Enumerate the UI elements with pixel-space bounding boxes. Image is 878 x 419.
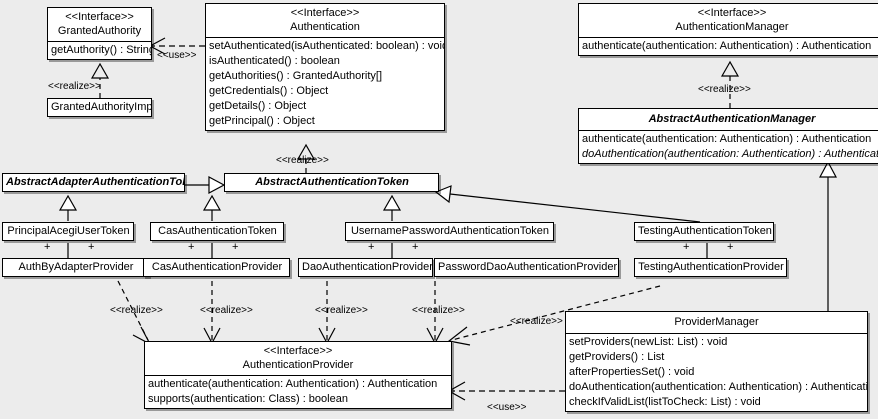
members-abstract-authentication-manager: authenticate(authentication: Authenticat…: [579, 130, 878, 163]
class-name-granted-authority: GrantedAuthority: [57, 25, 142, 37]
members-authentication: setAuthenticated(isAuthenticated: boolea…: [206, 37, 444, 130]
multiplicity-marker: +: [368, 241, 375, 253]
class-cas-authentication-token[interactable]: CasAuthenticationToken: [150, 222, 284, 241]
multiplicity-marker: +: [412, 241, 419, 253]
member-do-authentication: doAuthentication(authentication: Authent…: [569, 381, 868, 393]
member-get-authorities: getAuthorities() : GrantedAuthority[]: [209, 70, 383, 82]
label-realize-abstract-authentication-token: <<realize>>: [276, 155, 329, 166]
class-abstract-authentication-token[interactable]: AbstractAuthenticationToken: [224, 173, 439, 192]
member-authenticate: authenticate(authentication: Authenticat…: [582, 133, 872, 145]
class-header-authentication-manager: <<Interface>> AuthenticationManager: [579, 4, 878, 37]
member-get-providers: getProviders() : List: [569, 351, 665, 363]
label-use-provider-manager: <<use>>: [487, 402, 527, 413]
class-authentication-provider[interactable]: <<Interface>> AuthenticationProvider aut…: [144, 341, 452, 409]
class-provider-manager[interactable]: ProviderManager setProviders(newList: Li…: [565, 311, 868, 412]
multiplicity-marker: +: [683, 241, 690, 253]
member-get-credentials: getCredentials() : Object: [209, 85, 329, 97]
class-granted-authority-impl[interactable]: GrantedAuthorityImpl: [47, 98, 152, 117]
member-authenticate: authenticate(authentication: Authenticat…: [582, 40, 872, 52]
class-auth-by-adapter-provider[interactable]: AuthByAdapterProvider: [2, 258, 149, 277]
class-name-provider-manager: ProviderManager: [674, 316, 759, 328]
class-authentication-manager[interactable]: <<Interface>> AuthenticationManager auth…: [578, 3, 878, 56]
multiplicity-marker: +: [727, 241, 734, 253]
member-do-authentication: doAuthentication(authentication: Authent…: [582, 148, 878, 160]
class-username-password-authentication-token[interactable]: UsernamePasswordAuthenticationToken: [345, 222, 554, 241]
class-header-authentication: <<Interface>> Authentication: [206, 4, 444, 37]
member-after-properties-set: afterPropertiesSet() : void: [569, 366, 695, 378]
stereotype-interface: <<Interface>>: [290, 7, 360, 19]
multiplicity-marker: +: [188, 241, 195, 253]
members-provider-manager: setProviders(newList: List) : void getPr…: [566, 333, 867, 411]
multiplicity-marker: +: [88, 241, 95, 253]
class-header-authentication-provider: <<Interface>> AuthenticationProvider: [145, 342, 451, 375]
class-name-abstract-authentication-manager: AbstractAuthenticationManager: [648, 113, 816, 125]
member-check-if-valid-list: checkIfValidList(listToCheck: List) : vo…: [569, 396, 761, 408]
member-get-authority: getAuthority() : String: [51, 44, 152, 56]
multiplicity-marker: +: [232, 241, 239, 253]
class-testing-authentication-token[interactable]: TestingAuthenticationToken: [634, 222, 774, 241]
member-supports: supports(authentication: Class) : boolea…: [148, 393, 348, 405]
label-realize-granted-authority-impl: <<realize>>: [48, 81, 101, 92]
class-principal-acegi-user-token[interactable]: PrincipalAcegiUserToken: [2, 222, 134, 241]
label-realize-auth-by-adapter-provider: <<realize>>: [110, 305, 163, 316]
class-testing-authentication-provider[interactable]: TestingAuthenticationProvider: [634, 258, 787, 277]
label-realize-abstract-authentication-manager: <<realize>>: [698, 84, 751, 95]
stereotype-interface: <<Interface>>: [263, 345, 333, 357]
members-authentication-manager: authenticate(authentication: Authenticat…: [579, 37, 878, 55]
label-realize-dao-authentication-provider: <<realize>>: [315, 305, 368, 316]
multiplicity-marker: +: [44, 241, 51, 253]
label-use-authentication-grantedauthority: <<use>>: [157, 50, 197, 61]
class-granted-authority[interactable]: <<Interface>> GrantedAuthority getAuthor…: [47, 7, 152, 60]
member-set-authenticated: setAuthenticated(isAuthenticated: boolea…: [209, 40, 445, 52]
members-authentication-provider: authenticate(authentication: Authenticat…: [145, 375, 451, 408]
class-abstract-authentication-manager[interactable]: AbstractAuthenticationManager authentica…: [578, 108, 878, 164]
class-header-provider-manager: ProviderManager: [566, 312, 867, 333]
class-name-authentication-manager: AuthenticationManager: [675, 21, 789, 33]
class-header-abstract-authentication-manager: AbstractAuthenticationManager: [579, 109, 878, 130]
member-set-providers: setProviders(newList: List) : void: [569, 336, 728, 348]
class-name-authentication: Authentication: [290, 21, 360, 33]
member-is-authenticated: isAuthenticated() : boolean: [209, 55, 340, 67]
stereotype-interface: <<Interface>>: [65, 11, 134, 23]
members-granted-authority: getAuthority() : String: [48, 41, 151, 59]
member-get-principal: getPrincipal() : Object: [209, 115, 315, 127]
label-realize-testing-authentication-provider: <<realize>>: [510, 316, 563, 327]
stereotype-interface: <<Interface>>: [697, 7, 767, 19]
class-name-authentication-provider: AuthenticationProvider: [242, 359, 354, 371]
class-dao-authentication-provider[interactable]: DaoAuthenticationProvider: [298, 258, 433, 277]
class-authentication[interactable]: <<Interface>> Authentication setAuthenti…: [205, 3, 445, 131]
member-authenticate: authenticate(authentication: Authenticat…: [148, 378, 438, 390]
class-header-granted-authority: <<Interface>> GrantedAuthority: [48, 8, 151, 41]
member-get-details: getDetails() : Object: [209, 100, 307, 112]
class-cas-authentication-provider[interactable]: CasAuthenticationProvider: [143, 258, 290, 277]
class-abstract-adapter-authentication-token[interactable]: AbstractAdapterAuthenticationToken: [2, 173, 185, 192]
label-realize-password-dao-authentication-provider: <<realize>>: [412, 305, 465, 316]
label-realize-cas-authentication-provider: <<realize>>: [200, 305, 253, 316]
class-password-dao-authentication-provider[interactable]: PasswordDaoAuthenticationProvider: [434, 258, 619, 277]
